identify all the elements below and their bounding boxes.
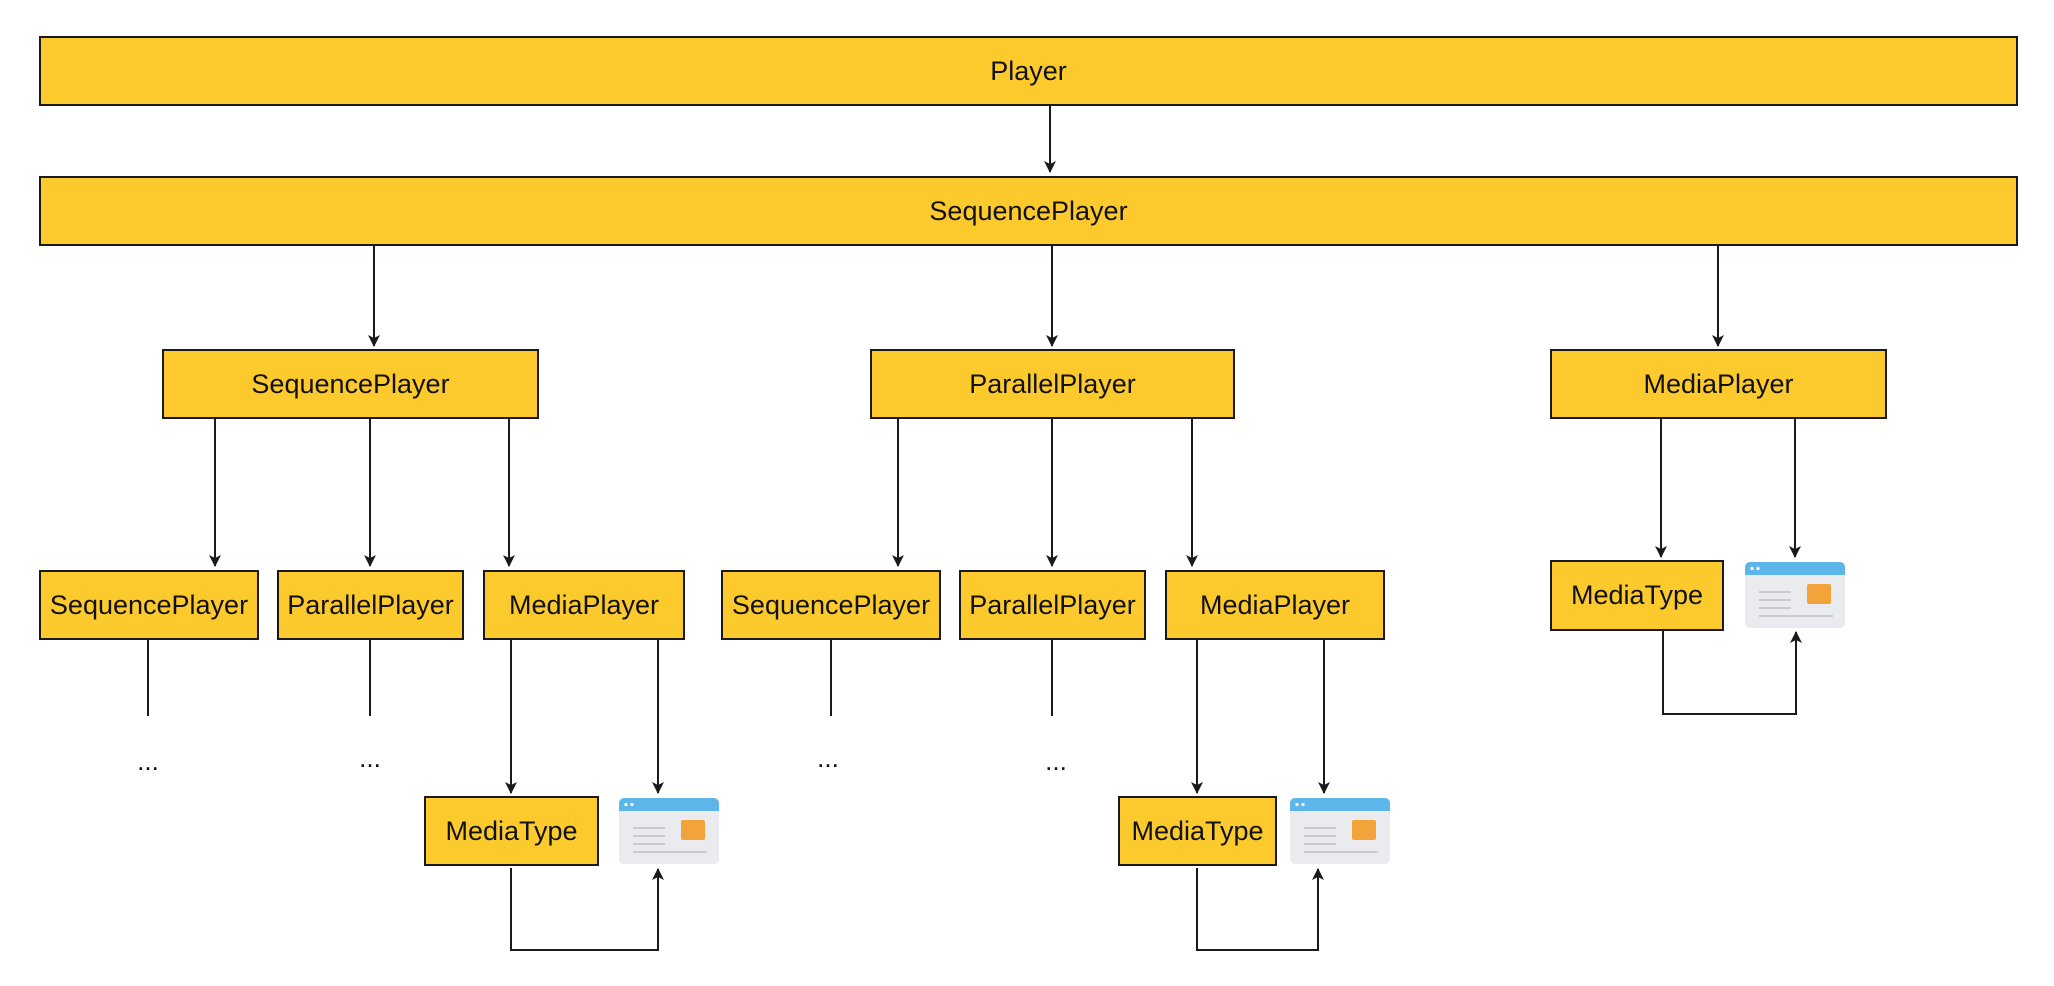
edge-b-mediatype-icon [1196, 868, 1324, 951]
node-b-media-type: MediaType [1118, 796, 1277, 866]
node-c-media-type: MediaType [1550, 560, 1724, 631]
media-window-icon [1745, 562, 1845, 628]
ellipsis-b-parallel: ... [1045, 746, 1067, 776]
ellipsis-b-sequence: ... [817, 743, 839, 773]
node-a-sequence-player: SequencePlayer [39, 570, 259, 640]
node-l2-sequence-player: SequencePlayer [162, 349, 539, 419]
media-window-icon [1290, 798, 1390, 864]
node-a-media-type: MediaType [424, 796, 599, 866]
edge-a-mediatype-icon [510, 868, 664, 951]
node-l2-parallel-player: ParallelPlayer [870, 349, 1235, 419]
media-window-icon [619, 798, 719, 864]
node-l2-media-player: MediaPlayer [1550, 349, 1887, 419]
node-player: Player [39, 36, 2018, 106]
node-b-parallel-player: ParallelPlayer [959, 570, 1146, 640]
node-b-media-player: MediaPlayer [1165, 570, 1385, 640]
node-b-sequence-player: SequencePlayer [721, 570, 941, 640]
edge-c-mediatype-icon [1662, 631, 1802, 715]
node-root-sequence-player: SequencePlayer [39, 176, 2018, 246]
node-a-parallel-player: ParallelPlayer [277, 570, 464, 640]
node-a-media-player: MediaPlayer [483, 570, 685, 640]
ellipsis-a-sequence: ... [137, 746, 159, 776]
ellipsis-a-parallel: ... [359, 743, 381, 773]
